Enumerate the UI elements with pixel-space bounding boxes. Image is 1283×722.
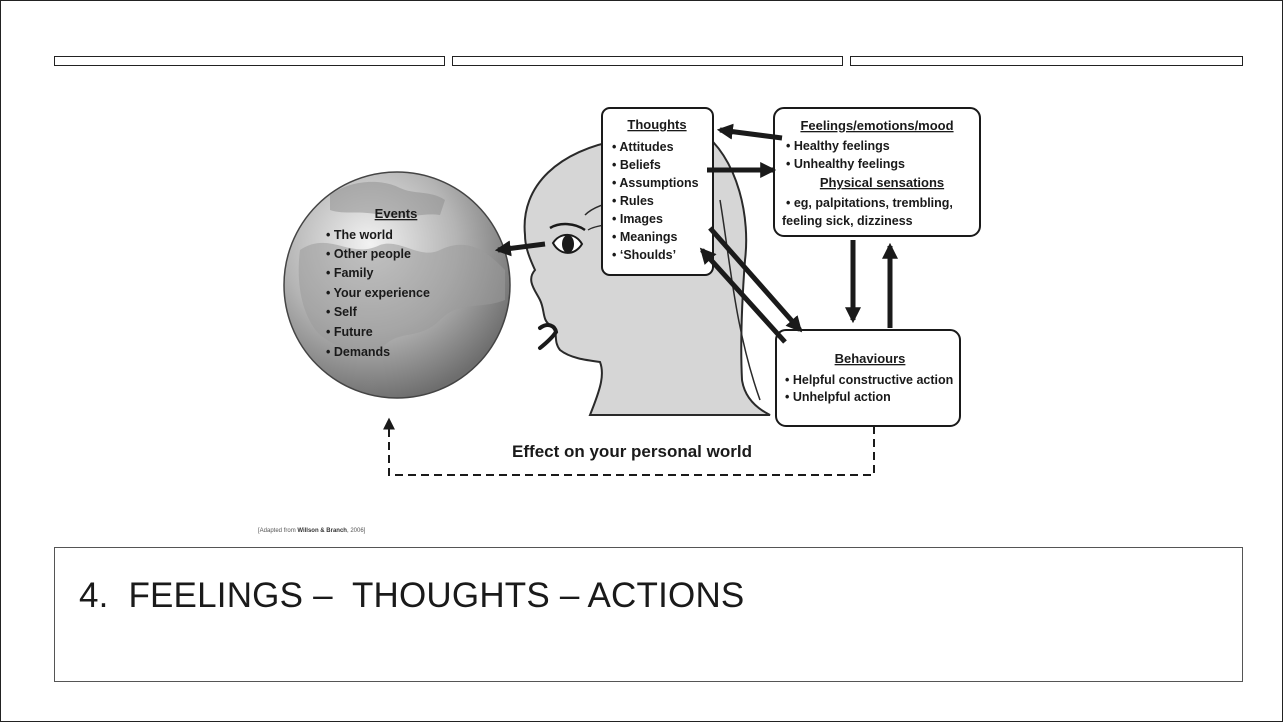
title-placeholder: 4. FEELINGS – THOUGHTS – ACTIONS: [54, 547, 1243, 682]
globe-icon: [283, 171, 511, 399]
behaviours-item-unhelpful: • Unhelpful action: [785, 390, 891, 404]
eye-icon: [549, 222, 586, 254]
header-bar-center: [452, 56, 843, 66]
header-bar-left: [54, 56, 445, 66]
events-item-other-people: • Other people: [326, 247, 411, 261]
effect-feedback-loop: [383, 417, 875, 476]
behaviours-title: Behaviours: [835, 351, 906, 366]
physical-sensations-title: Physical sensations: [820, 175, 944, 190]
thoughts-item-images: • Images: [612, 212, 663, 226]
feelings-title: Feelings/emotions/mood: [800, 118, 953, 133]
thoughts-item-beliefs: • Beliefs: [612, 158, 661, 172]
thoughts-item-rules: • Rules: [612, 194, 654, 208]
mouth-icon: [538, 323, 559, 350]
citation: [Adapted from Willson & Branch, 2006]: [258, 528, 366, 534]
thoughts-box: [601, 107, 714, 276]
slide-title: 4. FEELINGS – THOUGHTS – ACTIONS: [79, 576, 745, 615]
effect-label: Effect on your personal world: [512, 442, 752, 461]
events-item-future: • Future: [326, 325, 373, 339]
events-title: Events: [375, 206, 418, 221]
events-item-self: • Self: [326, 305, 358, 319]
thoughts-item-shoulds: • ‘Shoulds’: [612, 248, 676, 262]
feelings-item-healthy: • Healthy feelings: [786, 139, 890, 153]
thoughts-item-meanings: • Meanings: [612, 230, 678, 244]
arrow-thoughts-to-behaviours: [708, 226, 803, 333]
events-item-world: • The world: [326, 228, 393, 242]
citation-authors: Willson & Branch: [297, 528, 347, 534]
arrow-feelings-to-thoughts: [716, 123, 783, 141]
header-bar-right: [850, 56, 1243, 66]
physical-sensations-line-1: • eg, palpitations, trembling,: [786, 196, 953, 210]
behaviours-box: [775, 329, 961, 427]
feelings-item-unhealthy: • Unhealthy feelings: [786, 157, 905, 171]
behaviours-item-helpful: • Helpful constructive action: [785, 373, 953, 387]
arrow-behaviours-to-thoughts: [699, 247, 787, 344]
arrow-head-to-events: [494, 240, 546, 257]
thoughts-title: Thoughts: [627, 117, 686, 132]
physical-sensations-line-2: feeling sick, dizziness: [782, 214, 913, 228]
events-item-family: • Family: [326, 266, 373, 280]
thoughts-item-assumptions: • Assumptions: [612, 176, 699, 190]
events-item-experience: • Your experience: [326, 286, 430, 300]
thoughts-item-attitudes: • Attitudes: [612, 140, 674, 154]
events-item-demands: • Demands: [326, 345, 390, 359]
